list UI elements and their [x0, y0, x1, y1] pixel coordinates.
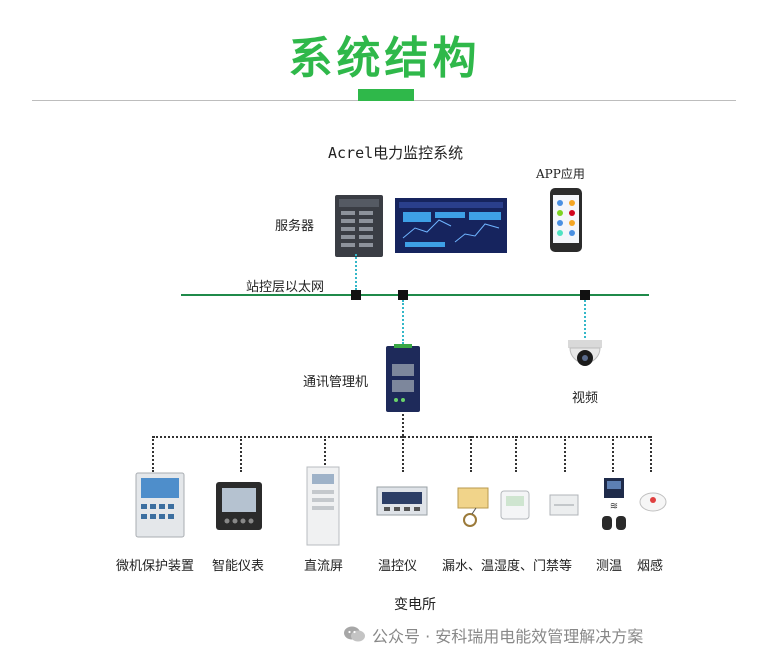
- server-uplink: [355, 254, 357, 290]
- device-label: 漏水、温湿度、门禁等: [442, 559, 573, 574]
- field-bus-line: [153, 436, 650, 438]
- humidity-sensor-icon: [500, 490, 530, 520]
- device-label: 智能仪表: [212, 559, 265, 574]
- page-title: 系统结构: [288, 33, 481, 84]
- monitoring-dashboard-icon: [395, 198, 507, 253]
- server-label: 服务器: [275, 219, 315, 234]
- field-drop: [324, 436, 326, 472]
- access-control-icon: [549, 494, 579, 516]
- smartphone-icon: [550, 188, 582, 252]
- smoke-detector-icon: [639, 492, 667, 512]
- server-icon: [335, 195, 383, 257]
- protection-relay-icon: [135, 472, 185, 538]
- dc-panel-icon: [306, 466, 340, 546]
- svg-text:≋: ≋: [610, 501, 618, 512]
- network-node: [351, 290, 361, 300]
- field-drop: [650, 436, 652, 472]
- field-drop: [564, 436, 566, 472]
- title-divider-accent: [358, 89, 414, 101]
- gateway-uplink: [402, 300, 404, 344]
- field-drop: [470, 436, 472, 472]
- app-label: APP应用: [536, 167, 585, 181]
- network-node: [398, 290, 408, 300]
- gateway-downlink: [402, 414, 404, 436]
- network-label: 站控层以太网: [246, 280, 325, 295]
- device-label: 直流屏: [304, 559, 344, 574]
- device-label: 微机保护装置: [116, 559, 195, 574]
- device-label: 温控仪: [378, 559, 418, 574]
- video-label: 视频: [572, 391, 599, 406]
- network-node: [580, 290, 590, 300]
- water-leak-sensor-icon: [457, 487, 489, 527]
- field-drop: [612, 436, 614, 472]
- system-name: Acrel电力监控系统: [328, 144, 464, 162]
- smart-meter-icon: [216, 482, 262, 530]
- wechat-icon: [344, 626, 365, 642]
- gateway-label: 通讯管理机: [303, 375, 369, 390]
- watermark-text: 公众号 · 安科瑞用电能效管理解决方案: [372, 627, 644, 646]
- camera-icon: [568, 340, 602, 366]
- temperature-sensor-icon: ≋: [602, 478, 626, 530]
- device-label: 测温: [596, 559, 623, 574]
- field-drop: [240, 436, 242, 472]
- field-drop: [152, 436, 154, 472]
- device-label: 烟感: [637, 559, 664, 574]
- temperature-controller-icon: [376, 486, 428, 516]
- camera-uplink: [584, 300, 586, 338]
- gateway-device-icon: [386, 344, 420, 412]
- substation-label: 变电所: [394, 597, 436, 613]
- field-drop: [402, 436, 404, 472]
- ethernet-line: [181, 294, 649, 296]
- field-drop: [515, 436, 517, 472]
